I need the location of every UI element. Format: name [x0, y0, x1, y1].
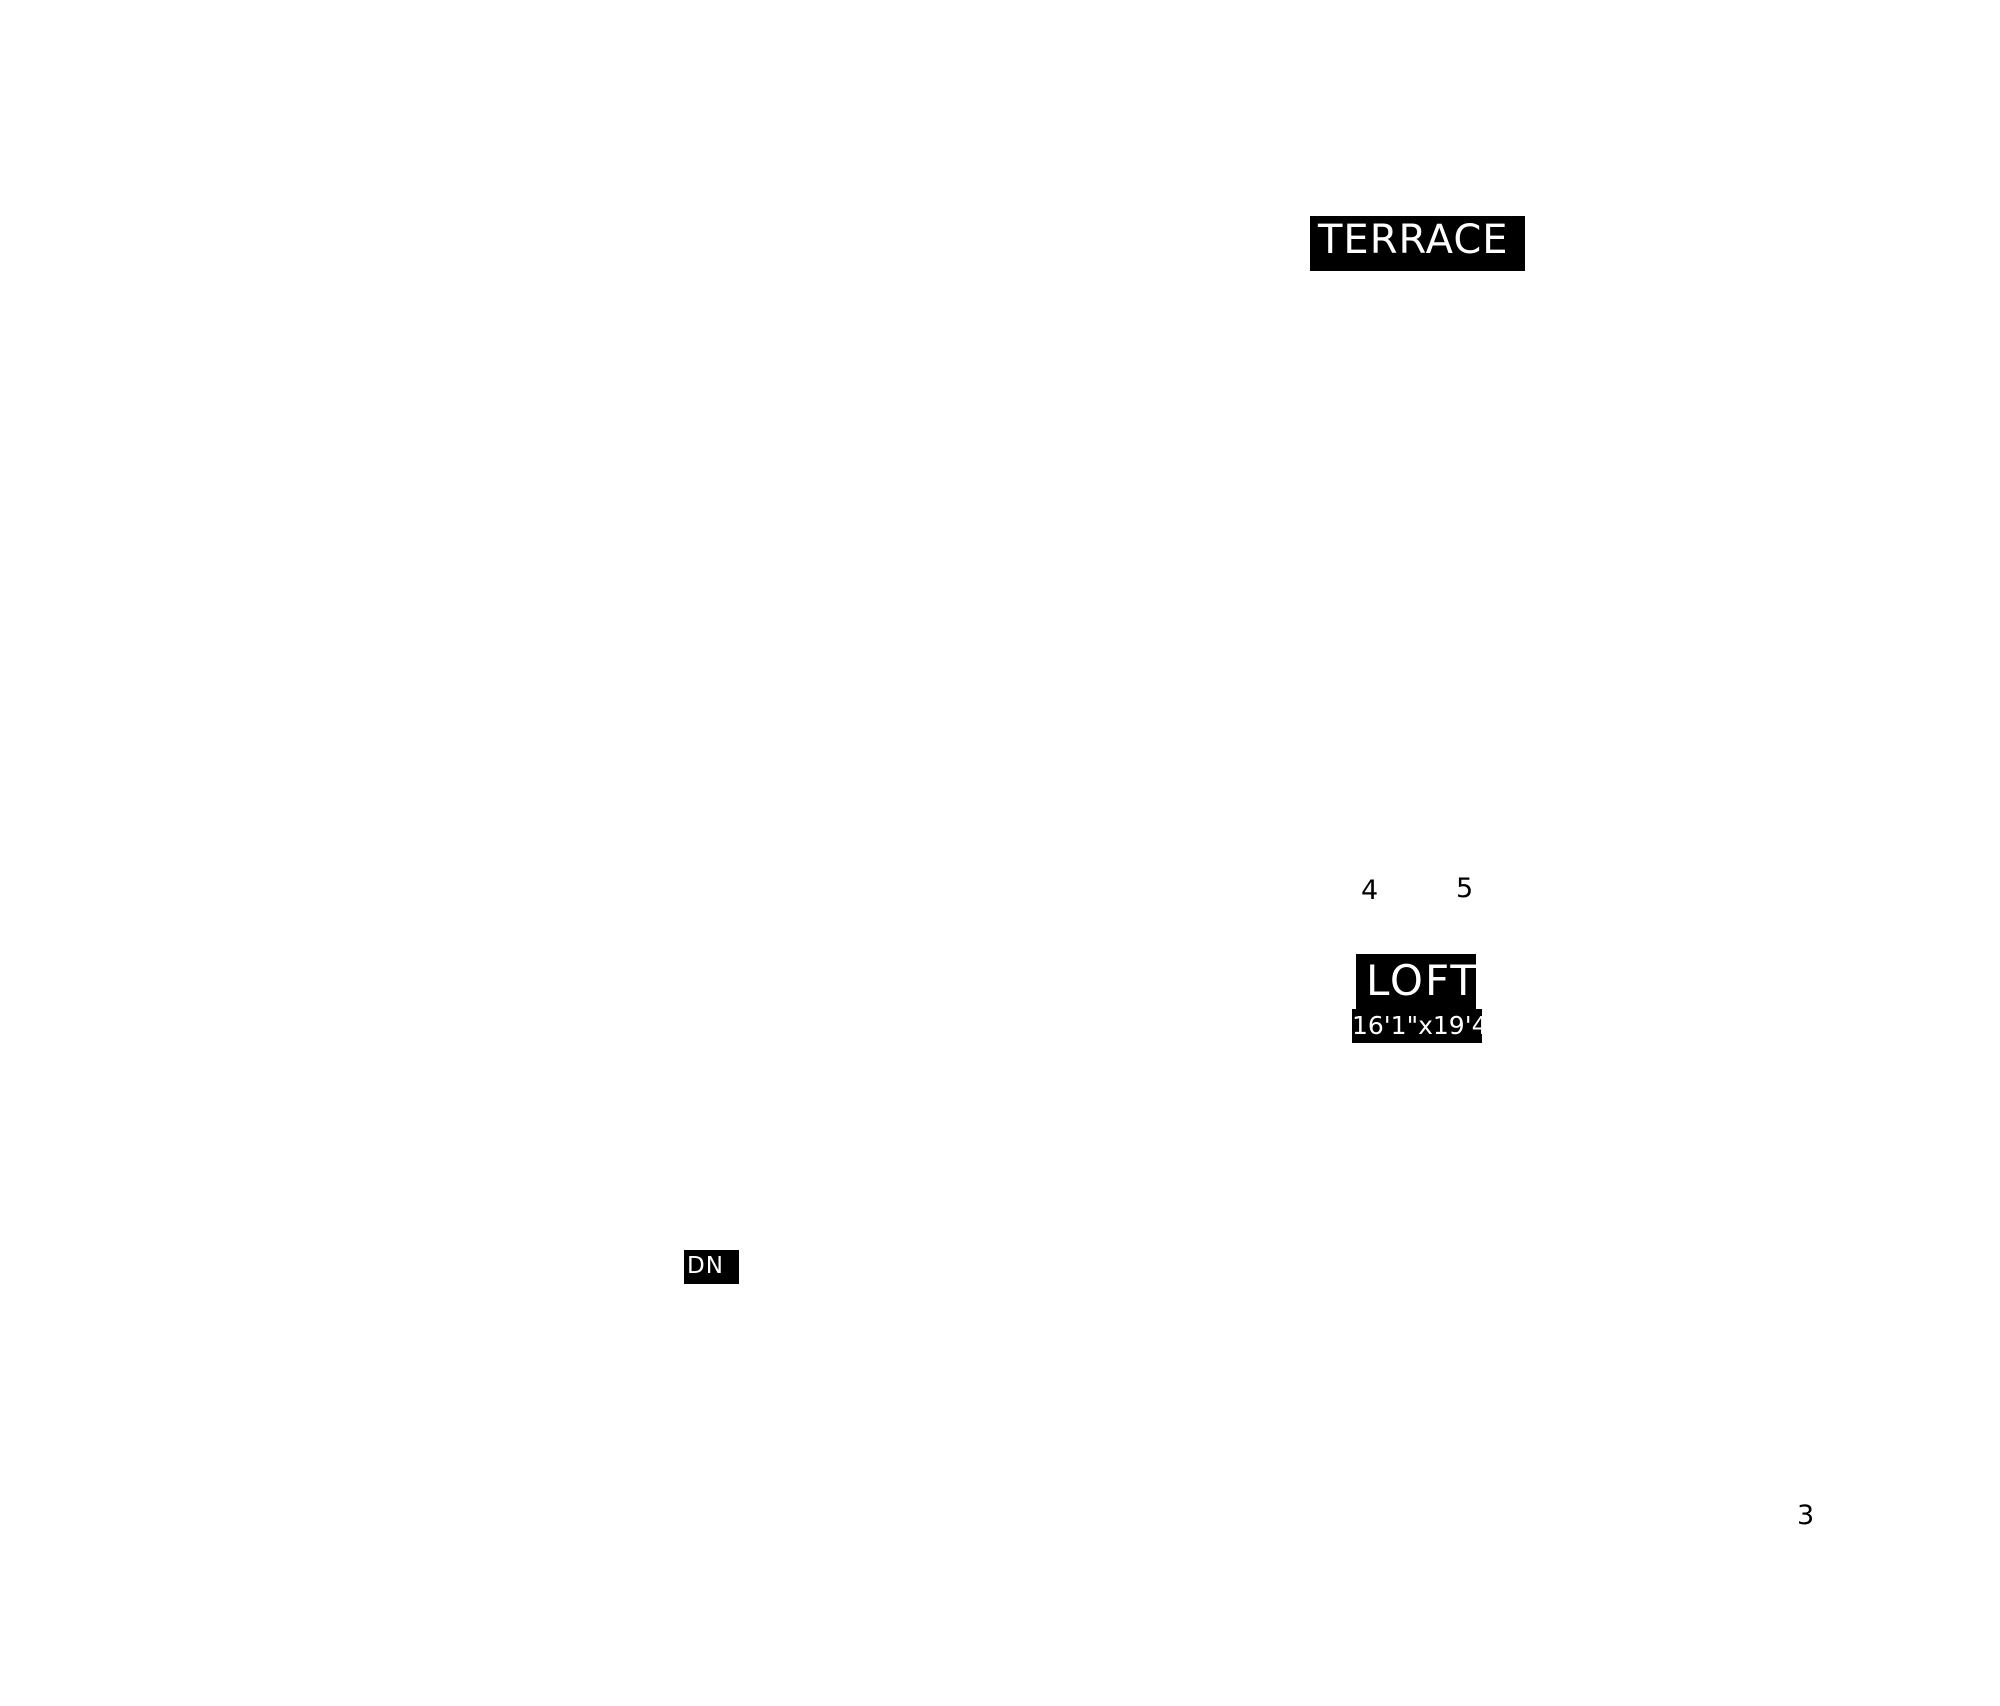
- marker-4: 4: [1361, 875, 1379, 906]
- marker-3: 3: [1797, 1500, 1815, 1531]
- loft-room-label: LOFT: [1356, 954, 1476, 1009]
- marker-5: 5: [1456, 873, 1474, 904]
- terrace-room-label: TERRACE: [1310, 216, 1525, 271]
- stairs-down-label: DN: [684, 1250, 739, 1284]
- loft-room-dimensions: 16'1"x19'4": [1352, 1009, 1499, 1043]
